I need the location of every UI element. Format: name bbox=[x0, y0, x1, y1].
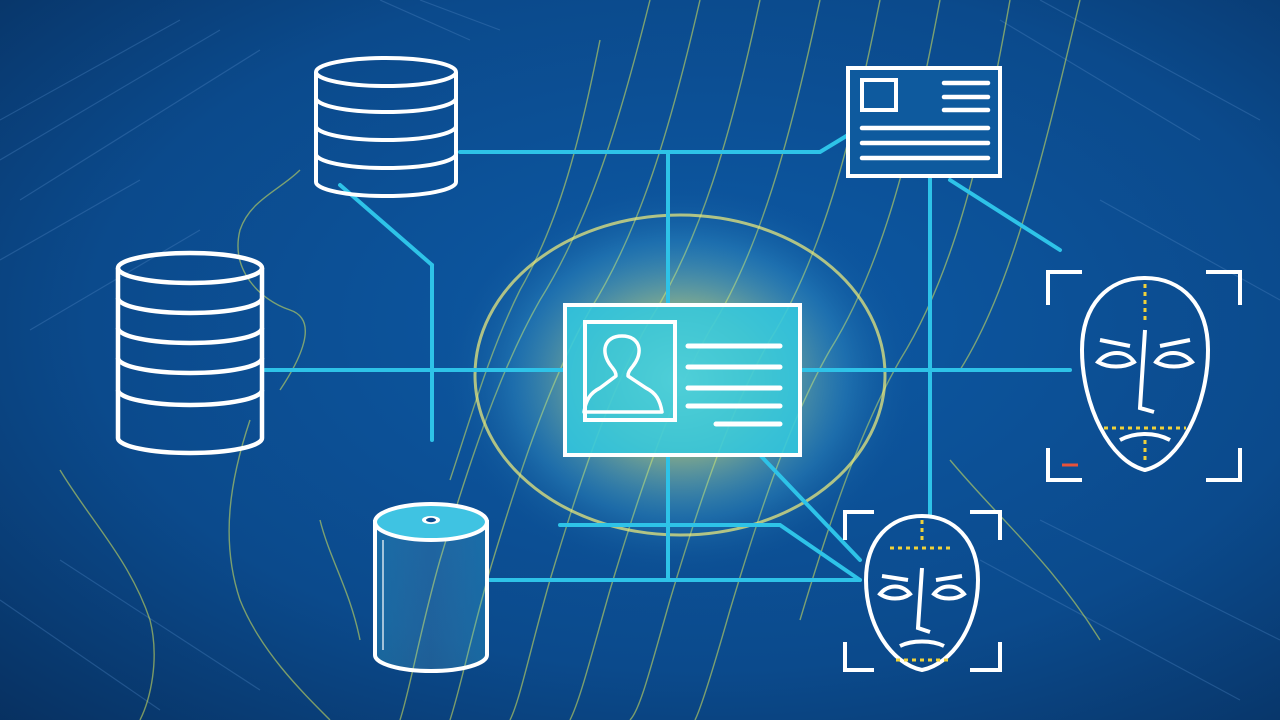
database-top-icon bbox=[314, 56, 458, 198]
glow-ring bbox=[473, 213, 887, 537]
database-left-icon bbox=[115, 250, 265, 456]
cylinder-storage-icon bbox=[373, 502, 489, 673]
document-card-icon bbox=[846, 66, 1002, 178]
connector-lines bbox=[263, 133, 1072, 582]
id-card-central-icon bbox=[563, 303, 802, 457]
face-scan-bottom-icon bbox=[843, 510, 1002, 673]
face-scan-right-icon bbox=[1046, 270, 1242, 482]
